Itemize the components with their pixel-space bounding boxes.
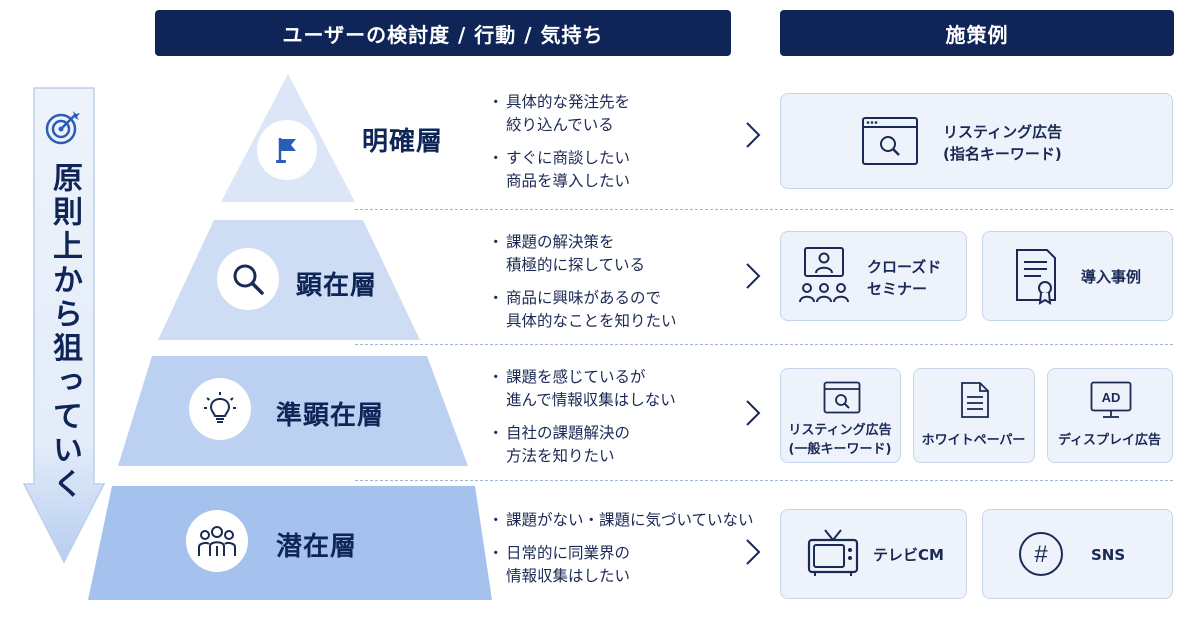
- search-window-icon: [862, 117, 918, 165]
- card-case-studies: 導入事例: [982, 231, 1173, 321]
- tier-4-shape: [88, 486, 492, 600]
- lightbulb-icon: [204, 392, 236, 423]
- bullet-item: 商品に興味があるので 具体的なことを知りたい: [488, 287, 677, 333]
- card-listing-general: リスティング広告 (一般キーワード): [780, 368, 901, 463]
- tier-4-label: 潜在層: [276, 532, 358, 562]
- chevron-right-icon: [746, 263, 761, 289]
- down-arrow: [22, 87, 106, 564]
- card-display-ads: AD ディスプレイ広告: [1047, 368, 1173, 463]
- magnifier-icon: [233, 264, 264, 295]
- hashtag-text: #: [1034, 541, 1048, 568]
- header-user-state: ユーザーの検討度 / 行動 / 気持ち: [155, 10, 731, 56]
- chevron-right-icon: [746, 400, 761, 426]
- tier-2-shape: [158, 220, 420, 340]
- header-measures: 施策例: [780, 10, 1174, 56]
- target-icon: [45, 111, 80, 145]
- search-window-icon: [823, 381, 861, 414]
- card-label: ホワイトペーパー: [921, 433, 1026, 448]
- tv-icon: [807, 529, 859, 576]
- document-icon: [961, 382, 989, 418]
- seminar-icon: [799, 247, 849, 303]
- hashtag-icon: #: [1019, 532, 1063, 576]
- divider: [355, 480, 1173, 481]
- card-label: 導入事例: [1081, 268, 1142, 286]
- card-label: クローズド セミナー: [867, 258, 942, 298]
- ad-monitor-icon: AD: [1090, 381, 1132, 418]
- card-closed-seminar: クローズド セミナー: [780, 231, 967, 321]
- tier-3-icon-wrap: [189, 378, 251, 440]
- bullet-item: すぐに商談したい 商品を導入したい: [488, 147, 630, 193]
- tier-3-bullets: 課題を感じているが 進んで情報収集はしない 自社の課題解決の 方法を知りたい: [488, 366, 676, 478]
- tier-4-icon-wrap: [186, 510, 248, 572]
- tier-2-icon-wrap: [217, 248, 279, 310]
- bullet-item: 自社の課題解決の 方法を知りたい: [488, 422, 676, 468]
- bullet-item: 日常的に同業界の 情報収集はしたい: [488, 542, 754, 588]
- tier-3-label: 準顕在層: [276, 401, 385, 431]
- card-label: ディスプレイ広告: [1057, 433, 1162, 448]
- bullet-item: 課題がない・課題に気づいていない: [488, 509, 754, 532]
- bullet-item: 課題の解決策を 積極的に探している: [488, 231, 677, 277]
- tier-1-bullets: 具体的な発注先を 絞り込んでいる すぐに商談したい 商品を導入したい: [488, 91, 630, 203]
- certificate-document-icon: [1016, 249, 1056, 305]
- card-listing-branded: リスティング広告 (指名キーワード): [780, 93, 1173, 189]
- card-whitepaper: ホワイトペーパー: [913, 368, 1035, 463]
- group-icon: [198, 526, 236, 556]
- card-label: リスティング広告 (一般キーワード): [788, 423, 892, 457]
- card-label: SNS: [1091, 546, 1126, 564]
- divider: [355, 344, 1173, 345]
- divider: [355, 209, 1173, 210]
- pyramid: [88, 74, 492, 600]
- side-arrow-text: 原則上から狙っていく: [47, 162, 82, 502]
- tier-2-label: 顕在層: [296, 271, 378, 301]
- bullet-item: 具体的な発注先を 絞り込んでいる: [488, 91, 630, 137]
- tier-2-bullets: 課題の解決策を 積極的に探している 商品に興味があるので 具体的なことを知りたい: [488, 231, 677, 343]
- bullet-item: 課題を感じているが 進んで情報収集はしない: [488, 366, 676, 412]
- tier-1-icon-wrap: [257, 120, 317, 180]
- card-label: テレビCM: [873, 546, 944, 564]
- ad-text: AD: [1102, 390, 1121, 405]
- flag-icon: [276, 138, 296, 163]
- tier-4-bullets: 課題がない・課題に気づいていない 日常的に同業界の 情報収集はしたい: [488, 509, 754, 598]
- card-label: リスティング広告 (指名キーワード): [943, 123, 1063, 163]
- card-tv-cm: テレビCM: [780, 509, 967, 599]
- tier-1-label: 明確層: [362, 127, 444, 157]
- card-sns: # SNS: [982, 509, 1173, 599]
- chevron-right-icon: [746, 122, 761, 148]
- chevron-right-icon: [746, 539, 761, 565]
